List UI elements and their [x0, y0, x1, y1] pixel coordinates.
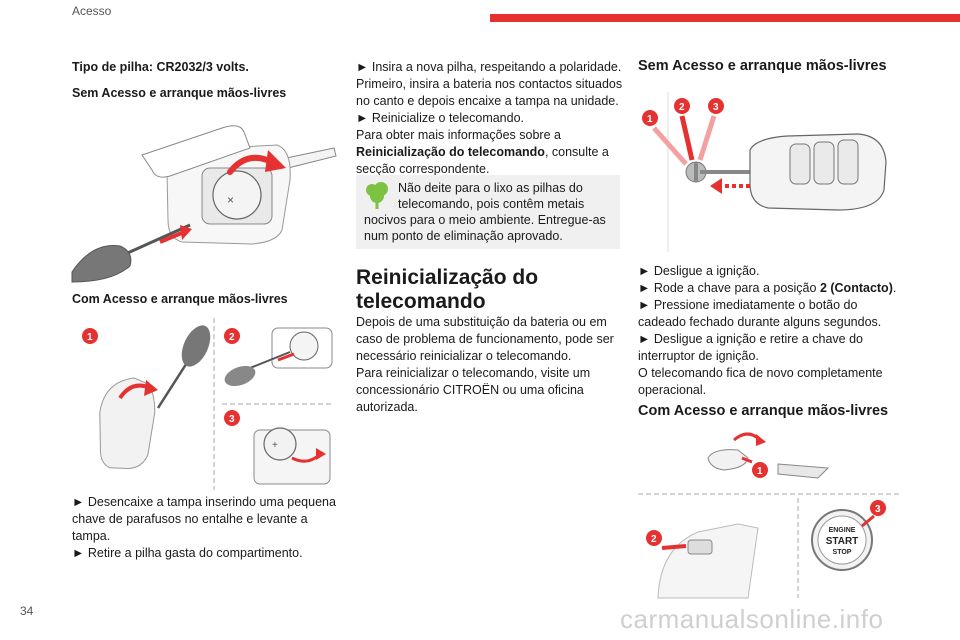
heading-keyless-col3: Com Acesso e arranque mãos-livres: [638, 403, 889, 419]
step-1-line-3: tampa.: [72, 529, 111, 543]
reset-line-1: Depois de uma substituição da bateria ou…: [356, 315, 607, 329]
contact-position: 2 (Contacto): [819, 281, 893, 295]
col2-line-2: Primeiro, insira a bateria nos contactos…: [356, 77, 623, 91]
col2-line-7: secção correspondente.: [356, 162, 490, 176]
eco-line-1: Não deite para o lixo as pilhas do: [398, 181, 583, 195]
fig4-badge-3: 3: [875, 504, 881, 515]
col2-line-4: ► Reinicialize o telecomando.: [356, 111, 525, 125]
key-step-4: ► Desligue a ignição e retire a chave do: [638, 332, 863, 346]
eco-line-3: nocivos para o meio ambiente. Entregue-a…: [364, 213, 606, 227]
fig-badge-2: 2: [229, 332, 235, 343]
svg-text:×: ×: [227, 193, 234, 207]
fig3-badge-3: 3: [713, 102, 719, 113]
engine-button-label-1: ENGINE: [829, 527, 856, 534]
key-step-3: ► Pressione imediatamente o botão do: [638, 298, 858, 312]
fig4-badge-1: 1: [757, 466, 763, 477]
step-1-line-2: chave de parafusos no entalhe e levante …: [72, 512, 308, 526]
col2-line-3: no canto e depois encaixe a tampa na uni…: [356, 94, 619, 108]
eco-line-2: telecomando, pois contêm metais: [398, 197, 585, 211]
keyless-start-illustration: 1 2 ENGINE START STOP 3: [638, 432, 900, 599]
engine-button-label-3: STOP: [833, 549, 852, 556]
fig-badge-1: 1: [87, 332, 93, 343]
reset-heading-line-2: telecomando: [356, 290, 486, 313]
heading-keyless-col1: Com Acesso e arranque mãos-livres: [72, 292, 288, 306]
eco-tree-icon: [366, 182, 388, 209]
reset-reference: Reinicialização do telecomando: [356, 145, 545, 159]
engine-button-label-2: START: [826, 536, 859, 547]
key-step-2: ► Rode a chave para a posição 2 (Contact…: [638, 280, 896, 297]
key-battery-illustration: ×: [71, 125, 337, 283]
col2-line-6: Reinicialização do telecomando, consulte…: [356, 144, 609, 161]
reset-line-6: autorizada.: [356, 400, 418, 414]
watermark: carmanualsonline.info: [620, 604, 884, 634]
reset-line-3: necessário reinicializar o telecomando.: [356, 349, 572, 363]
col2-line-6-rest: , consulte a: [544, 145, 609, 159]
heading-no-keyless-col3: Sem Acesso e arranque mãos-livres: [638, 58, 887, 74]
eco-notice-box: Não deite para o lixo as pilhas do telec…: [356, 175, 620, 249]
step-1-line-1: ► Desencaixe a tampa inserindo uma peque…: [72, 495, 336, 509]
fig4-badge-2: 2: [651, 534, 657, 545]
ignition-key-illustration: 1 2 3: [642, 92, 887, 252]
fig3-badge-2: 2: [679, 102, 685, 113]
fig3-badge-1: 1: [647, 114, 653, 125]
key-step-5: O telecomando fica de novo completamente: [638, 366, 883, 380]
key-step-2-pre: ► Rode a chave para a posição: [638, 281, 820, 295]
reset-line-5: concessionário CITROËN ou uma oficina: [356, 383, 584, 397]
step-2: ► Retire a pilha gasta do compartimento.: [72, 546, 303, 560]
fig-badge-3: 3: [229, 414, 235, 425]
key-step-4b: interruptor de ignição.: [638, 349, 759, 363]
page-number: 34: [20, 604, 34, 618]
key-step-3b: cadeado fechado durante alguns segundos.: [638, 315, 882, 329]
heading-no-keyless-col1: Sem Acesso e arranque mãos-livres: [72, 86, 287, 100]
eco-line-4: num ponto de eliminação aprovado.: [364, 229, 563, 243]
header-accent-bar: [490, 14, 960, 22]
section-title: Acesso: [72, 4, 112, 18]
battery-type: Tipo de pilha: CR2032/3 volts.: [72, 60, 249, 74]
svg-text:+: +: [272, 440, 278, 451]
col2-line-5: Para obter mais informações sobre a: [356, 128, 561, 142]
reset-line-2: caso de problema de funcionamento, pode …: [356, 332, 614, 346]
key-step-1: ► Desligue a ignição.: [638, 264, 760, 278]
key-step-2-post: .: [892, 281, 897, 295]
reset-heading-line-1: Reinicialização do: [356, 266, 539, 289]
key-step-5b: operacional.: [638, 383, 707, 397]
keyless-battery-illustration: 1 2 3 +: [82, 318, 334, 490]
reset-line-4: Para reinicializar o telecomando, visite…: [356, 366, 591, 380]
col2-line-1: ► Insira a nova pilha, respeitando a pol…: [356, 60, 622, 74]
